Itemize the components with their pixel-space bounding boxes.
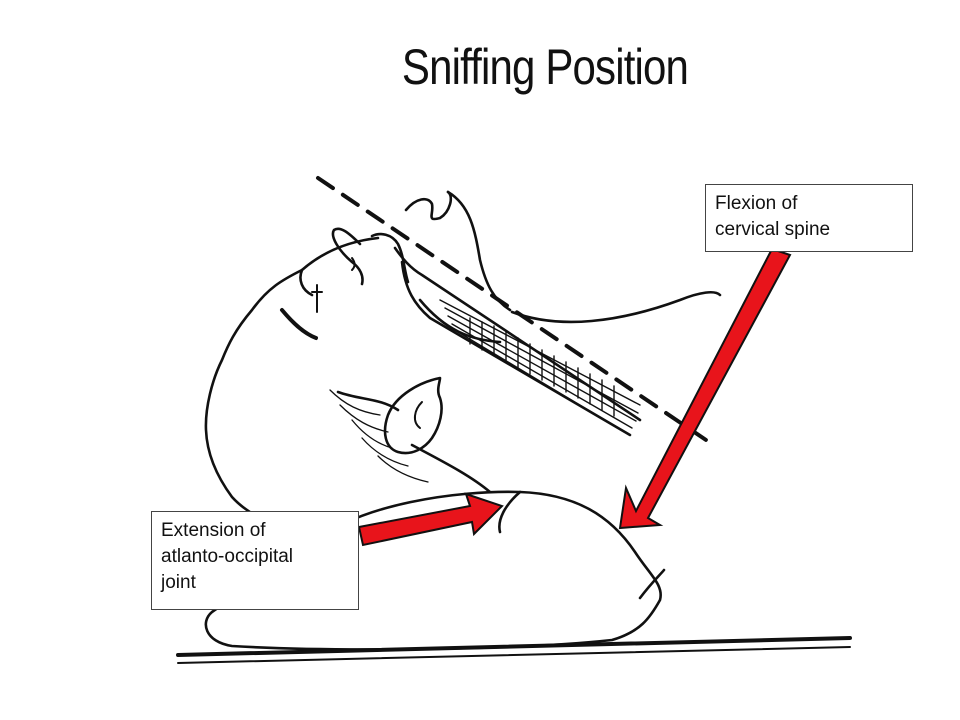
- chin-throat: [512, 292, 720, 322]
- blade-lower: [402, 262, 630, 435]
- upper-jaw-outline: [448, 192, 510, 310]
- head-outline: [206, 238, 378, 540]
- extension-arrow: [359, 494, 502, 545]
- pillow-seam: [499, 492, 520, 532]
- eyebrow-mark: [312, 285, 322, 312]
- eye-closed: [282, 310, 316, 338]
- extension-callout-line-2: atlanto-occipital: [161, 544, 349, 570]
- flexion-callout-line-1: Flexion of: [715, 191, 903, 217]
- flexion-arrow: [620, 249, 790, 528]
- neck-front: [412, 445, 490, 492]
- flexion-callout: Flexion of cervical spine: [705, 184, 913, 252]
- extension-callout-line-3: joint: [161, 570, 349, 596]
- jawline: [338, 392, 398, 410]
- forehead-brow: [300, 270, 312, 295]
- nose: [333, 229, 363, 284]
- ear-outline: [385, 378, 442, 453]
- extension-callout-line-1: Extension of: [161, 518, 349, 544]
- hair-shading: [330, 390, 428, 482]
- flexion-callout-line-2: cervical spine: [715, 217, 903, 243]
- upper-incisor: [406, 192, 451, 219]
- extension-callout: Extension of atlanto-occipital joint: [151, 511, 359, 610]
- ear-inner: [415, 402, 422, 428]
